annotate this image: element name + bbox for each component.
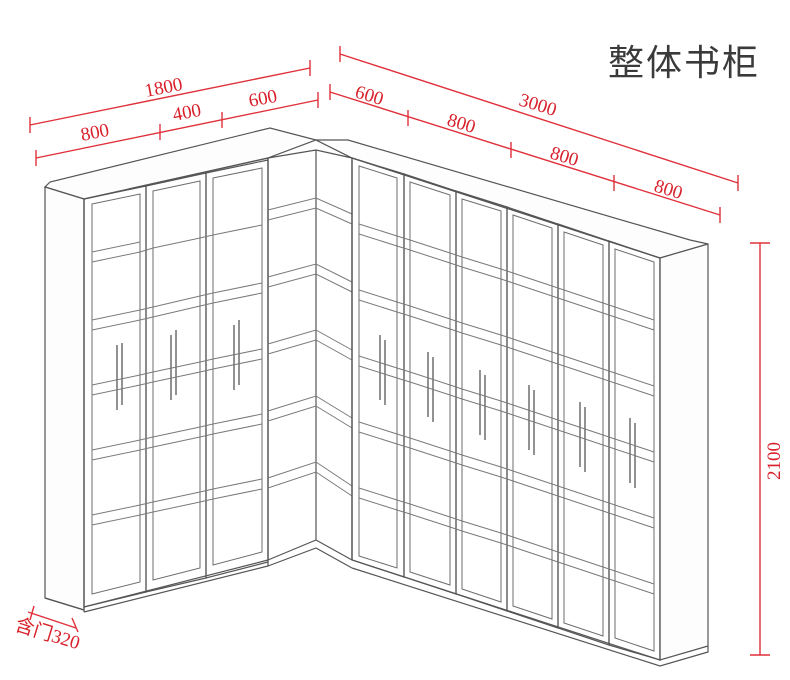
dim-left-total: 1800 — [143, 74, 184, 102]
left-cabinet-2-door — [205, 159, 269, 579]
corner-shelves — [267, 197, 353, 497]
dim-left-b: 400 — [171, 100, 203, 126]
diagram-title: 整体书柜 — [608, 43, 761, 84]
right-wing-cabinets — [315, 139, 709, 667]
left-side-panel — [44, 186, 85, 611]
dimension-lines — [27, 46, 770, 656]
dim-right-c: 800 — [548, 143, 581, 171]
right-side-panel — [659, 243, 709, 661]
dim-height: 2100 — [764, 442, 785, 480]
dim-left-c: 600 — [247, 86, 279, 112]
dim-right-a: 600 — [353, 82, 386, 110]
left-cabinet-1-door-1 — [83, 185, 147, 608]
corner-open-shelf — [267, 139, 353, 569]
right-wing-handles — [379, 335, 636, 488]
right-wing-top — [315, 139, 709, 259]
dim-left-a: 800 — [79, 120, 111, 146]
right-wing-shelves — [358, 223, 655, 595]
dim-right-total: 3000 — [517, 90, 559, 121]
right-door-6 — [608, 240, 661, 661]
left-wing-handles — [116, 320, 240, 410]
left-wing-cabinets — [43, 127, 318, 613]
dim-right-b: 800 — [445, 110, 478, 138]
dim-right-d: 800 — [652, 176, 685, 204]
right-doors — [351, 157, 661, 661]
